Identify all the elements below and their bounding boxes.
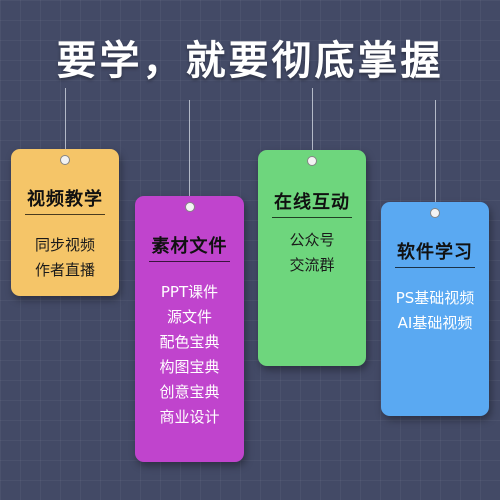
- tag-item-list: PS基础视频 AI基础视频: [381, 286, 489, 336]
- tag-hole: [307, 156, 317, 166]
- tag-item-list: PPT课件 源文件 配色宝典 构图宝典 创意宝典 商业设计: [135, 280, 244, 430]
- hanging-string: [189, 100, 190, 203]
- hanging-string: [312, 88, 313, 156]
- tag-item: PS基础视频: [395, 289, 475, 307]
- tag-item: 配色宝典: [159, 333, 220, 351]
- tag-item-list: 同步视频 作者直播: [11, 233, 119, 283]
- tag-hole: [184, 202, 195, 212]
- tag-item: 交流群: [289, 256, 335, 274]
- tag-video-teaching: 视频教学 同步视频 作者直播: [11, 149, 119, 296]
- headline: 要学，就要彻底掌握: [56, 38, 444, 84]
- tag-item: 公众号: [289, 231, 335, 249]
- tag-item: 商业设计: [159, 408, 220, 426]
- tag-item-list: 公众号 交流群: [258, 228, 366, 278]
- tag-hole: [60, 155, 70, 165]
- tag-item: 源文件: [166, 308, 212, 326]
- tag-online-interaction: 在线互动 公众号 交流群: [258, 150, 366, 366]
- tag-item: 构图宝典: [159, 358, 220, 376]
- tag-hole: [430, 208, 440, 218]
- tag-software-learning: 软件学习 PS基础视频 AI基础视频: [381, 202, 489, 416]
- hanging-string: [65, 88, 66, 154]
- tag-title: 素材文件: [149, 232, 230, 262]
- tag-item: 创意宝典: [159, 383, 220, 401]
- tag-title: 在线互动: [272, 188, 352, 218]
- tag-item: 作者直播: [34, 261, 95, 279]
- tag-item: 同步视频: [34, 236, 95, 254]
- tag-title: 视频教学: [25, 185, 105, 215]
- hanging-string: [435, 100, 436, 208]
- tag-item: PPT课件: [160, 283, 219, 301]
- tag-title: 软件学习: [395, 238, 475, 268]
- tag-material-files: 素材文件 PPT课件 源文件 配色宝典 构图宝典 创意宝典 商业设计: [135, 196, 244, 462]
- tag-item: AI基础视频: [397, 314, 473, 332]
